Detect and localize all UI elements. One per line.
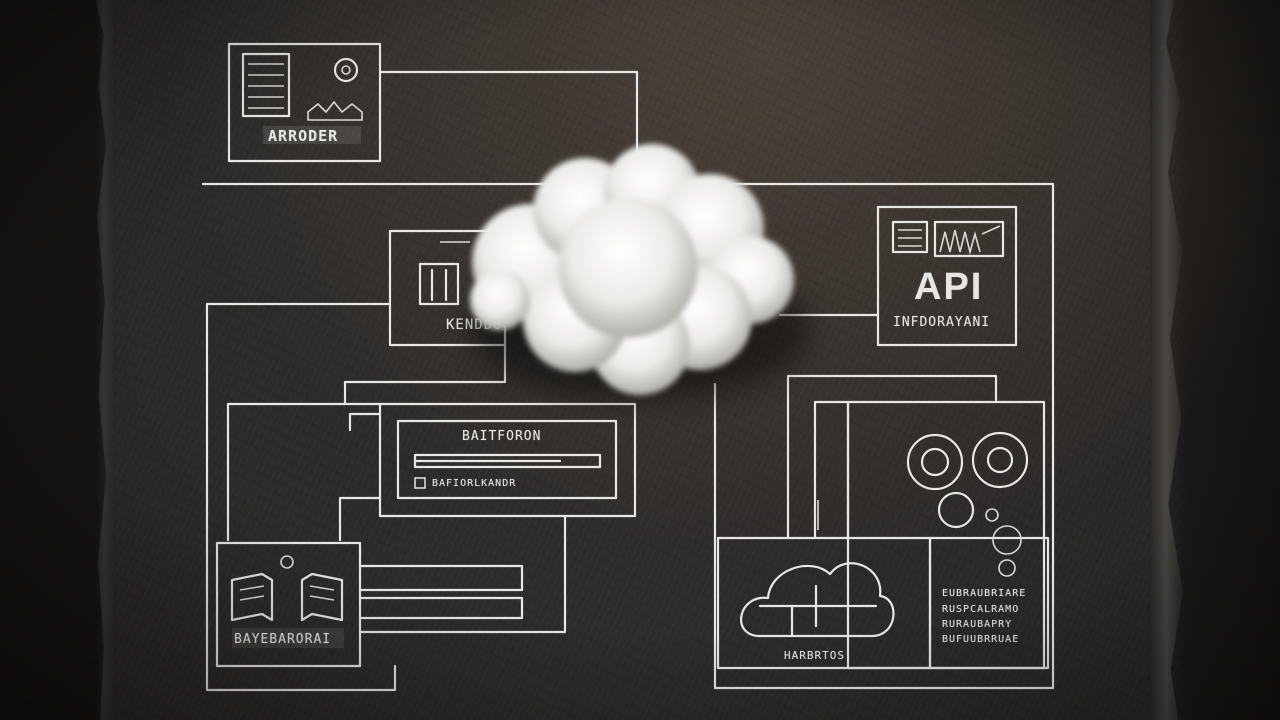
book-icon [230, 572, 274, 622]
server-rack-icon [418, 262, 460, 306]
gears-panel-line: BUFUUBRRUAE [942, 634, 1020, 645]
bottom-left-block-label: BAYEBARORAI [234, 632, 332, 647]
connector-lines [201, 70, 1055, 692]
cloud-box-label: HARBRTOS [784, 649, 845, 662]
chart-icon [933, 220, 1005, 258]
gears-icon [906, 431, 1029, 577]
gears-panel-line: RURAUBAPRY [942, 619, 1013, 630]
api-title: API [914, 266, 984, 308]
center-block [378, 402, 637, 518]
gear-icon [333, 57, 359, 83]
api-block [876, 205, 1018, 347]
cloud-icon [740, 562, 895, 638]
api-subtitle: INFDORAYANI [893, 315, 991, 330]
top-left-block [227, 42, 382, 163]
top-left-block-label: ARRODER [268, 127, 339, 145]
middle-left-block-label: KENDDO [446, 317, 503, 333]
center-block-caption: BAFIORLKANDR [432, 478, 517, 489]
cloud-box [716, 536, 932, 670]
gears-panel-line: RUSPCALRAMO [942, 604, 1020, 615]
bottom-left-block [215, 541, 362, 668]
gears-panel-line: EUBRAUBRIARE [942, 588, 1027, 599]
center-block-title: BAITFORON [462, 429, 542, 444]
